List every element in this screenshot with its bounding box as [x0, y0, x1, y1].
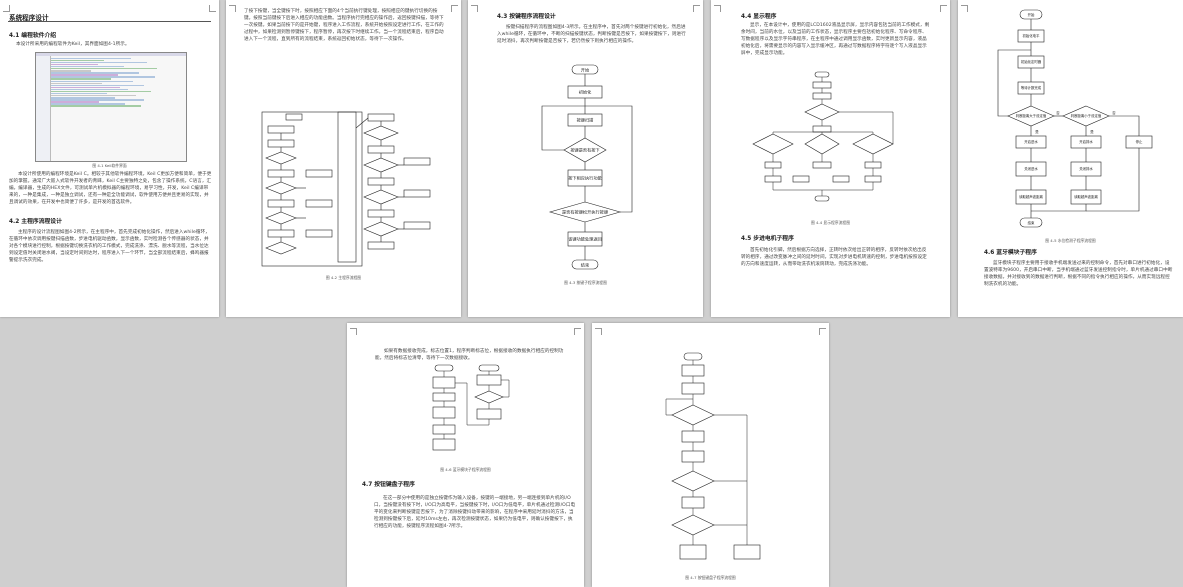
paragraph: 显示，在本设计中，使用的是LCD1602液晶显示屏，显示内容包括当前的工作模式，… [741, 23, 930, 57]
display-flowchart [752, 71, 894, 202]
paragraph: 本设计所使用的编程环境是Keil C。相较于其他软件编程环境，Keil C更加方… [9, 172, 212, 206]
fc-d: 关闭排水 [1079, 166, 1093, 171]
document-page-6: 如果有数据接收完成，标志位置1，程序判断标志位，根据接收的数据执行相应的控制功能… [347, 323, 584, 587]
fc-start: 开始 [581, 67, 590, 74]
margin-mark [350, 328, 357, 335]
figure-caption: 图 4-3 按键子程序流程图 [564, 280, 607, 285]
section-title: 4.4 显示程序 [741, 14, 777, 20]
margin-mark [574, 328, 581, 335]
paragraph: 按键扫描程序的流程图如图4-3所示。在主程序中，首先对两个按键进行初始化，然后进… [497, 25, 686, 45]
fc-init-timer: 初始化定时器 [1021, 59, 1042, 64]
figure-caption: 图 4-6 蓝牙模块子程序流程图 [440, 467, 491, 472]
section-title: 4.5 步进电机子程序 [741, 236, 794, 242]
fc-wait: 等待计数完成 [1021, 85, 1042, 90]
margin-mark [819, 328, 826, 335]
figure-caption: 图 4-2 主程序流程图 [325, 275, 362, 280]
fc-ret: 该键功能处理返回 [568, 236, 602, 243]
document-page-5: 开始 初始化电平 初始化定时器 等待计数完成 判断距离大于设定值 判断距离小于设… [958, 0, 1183, 317]
fc-read: 读取超声波距离 [1074, 194, 1098, 199]
margin-mark [595, 328, 602, 335]
document-page-2: 了按下按键，当全键按下时，按照相应下面的4个当前执行键处理，按照相应的键执行切换… [226, 0, 461, 317]
keyboard-flowchart [665, 352, 761, 560]
fc-no: 否 [1056, 111, 1060, 115]
margin-mark [471, 5, 478, 12]
fc-scan: 按键扫描 [577, 117, 594, 124]
paragraph: 在这一部分中使用的是独立按键作为输入设备，按键的一端接地，另一端连接到单片机的I… [374, 496, 576, 530]
section-title: 4.3 按键程序流程设计 [497, 14, 556, 20]
fc-b: 开启排水 [1079, 139, 1093, 144]
paragraph: 本设计所采用的编程软件为Keil，其界面如图4-1所示。 [16, 42, 130, 47]
section-title: 4.2 主程序流程设计 [9, 219, 62, 225]
document-page-4: 4.4 显示程序 显示，在本设计中，使用的是LCD1602液晶显示屏，显示内容包… [711, 0, 950, 317]
paragraph: 主程序的设计流程图如图4-2所示，在主程序中，首先完成初始化操作，然后进入whi… [9, 230, 210, 264]
figure-caption: 图 4-4 显示程序流程图 [811, 220, 850, 225]
fc-pressed: 按键是否有按下 [570, 147, 599, 154]
margin-mark [940, 5, 947, 12]
fc-start: 开始 [1028, 12, 1035, 17]
fc-a: 开启进水 [1024, 139, 1038, 144]
margin-mark [229, 5, 236, 12]
page-header: 系统程序设计 [9, 14, 49, 22]
document-page-3: 4.3 按键程序流程设计 按键扫描程序的流程图如图4-3所示。在主程序中，首先对… [468, 0, 703, 317]
fc-act: 按下相应执行功能 [568, 175, 602, 182]
figure-caption: 图 4-1 Keil软件界面 [92, 163, 127, 168]
fc-no: 否 [1112, 111, 1116, 115]
fc-e: 停止 [1136, 139, 1143, 144]
fc-end: 结束 [581, 262, 590, 269]
margin-mark [3, 5, 10, 12]
paragraph: 首先初始化引脚，然后根据方向选择，正转时依次给出正转的相序，反转时依次给出反转的… [741, 248, 927, 268]
paragraph: 如果有数据接收完成，标志位置1，程序判断标志位，根据接收的数据执行相应的控制功能… [375, 349, 564, 362]
key-scan-flowchart: 开始 初始化 按键扫描 按键是否有按下 按下相应执行功能 是否有按键松开执行按键… [541, 64, 633, 270]
section-title: 4.1 编程软件介绍 [9, 33, 57, 39]
main-program-flowchart [261, 111, 431, 267]
keil-screenshot-figure [35, 52, 187, 162]
fc-end: 结束 [1028, 220, 1035, 225]
fc-yes: 是 [1035, 129, 1039, 134]
fc-judge1: 判断距离大于设定值 [1016, 113, 1047, 118]
header-rule [8, 21, 211, 22]
section-title: 4.7 按钮键盘子程序 [362, 482, 415, 488]
fc-release: 是否有按键松开执行按键 [562, 209, 609, 216]
figure-caption: 图 4-7 按钮键盘子程序流程图 [685, 575, 736, 580]
document-page-1: 系统程序设计 4.1 编程软件介绍 本设计所采用的编程软件为Keil，其界面如图… [0, 0, 219, 317]
margin-mark [693, 5, 700, 12]
document-page-7: 图 4-7 按钮键盘子程序流程图 [592, 323, 829, 587]
margin-mark [451, 5, 458, 12]
paragraph: 了按下按键，当全键按下时，按照相应下面的4个当前执行键处理，按照相应的键执行切换… [244, 9, 444, 43]
margin-mark [209, 5, 216, 12]
fc-init: 初始化 [579, 89, 592, 96]
section-title: 4.6 蓝牙模块子程序 [984, 250, 1037, 256]
bluetooth-flowchart [432, 364, 510, 451]
fc-c: 关闭进水 [1024, 166, 1038, 171]
fc-judge2: 判断距离小于设定值 [1071, 113, 1102, 118]
margin-mark [714, 5, 721, 12]
water-level-flowchart: 开始 初始化电平 初始化定时器 等待计数完成 判断距离大于设定值 判断距离小于设… [997, 9, 1153, 228]
figure-caption: 图 4-5 水位检测子程序流程图 [1045, 238, 1096, 243]
fc-init-level: 初始化电平 [1023, 33, 1041, 38]
fc-yes: 是 [1090, 129, 1094, 134]
margin-mark [961, 5, 968, 12]
paragraph: 蓝牙模块子程序主要用于接收手机端发送过来的控制命令，首先对串口进行初始化，设置波… [984, 261, 1173, 288]
fc-read: 读取超声波距离 [1019, 194, 1043, 199]
